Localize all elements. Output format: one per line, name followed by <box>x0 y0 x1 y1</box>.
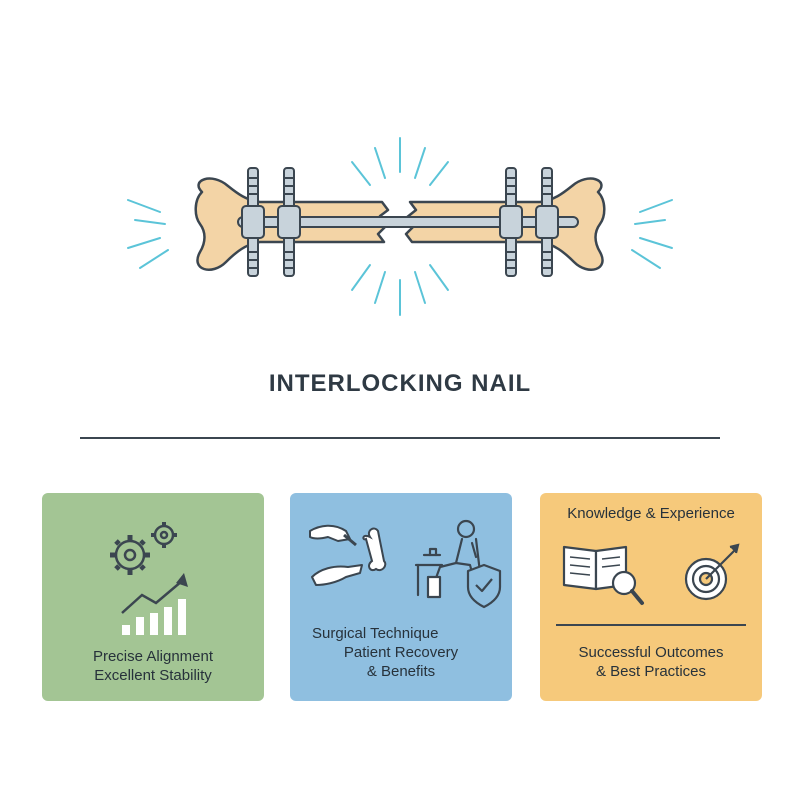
screw-4 <box>535 167 559 277</box>
card-surgical-recovery: Surgical Technique Patient Recovery & Be… <box>290 493 512 701</box>
surgeon-hands-icon <box>309 524 363 586</box>
card-line: & Best Practices <box>595 663 707 680</box>
card-line: Patient Recovery <box>343 644 459 661</box>
card-line: Surgical Technique <box>312 625 439 642</box>
shield-icon <box>466 563 502 609</box>
card-line: Precise Alignment <box>92 648 214 665</box>
card-alignment-stability: Precise Alignment Excellent Stability <box>42 493 264 701</box>
card-divider <box>556 624 746 626</box>
card-line: & Benefits <box>366 663 436 680</box>
growth-chart-icon <box>121 573 188 635</box>
card-line: Successful Outcomes <box>578 644 724 661</box>
screw-1 <box>241 167 265 277</box>
screw-2 <box>277 167 301 277</box>
fracture-burst-icon <box>127 137 673 316</box>
nail-rod <box>237 216 579 228</box>
target-icon <box>684 543 740 601</box>
bone-small-icon <box>362 527 387 571</box>
bone-nail-illustration <box>120 120 680 340</box>
locking-screws <box>241 167 559 277</box>
screw-3 <box>499 167 523 277</box>
book-magnifier-icon <box>562 545 644 605</box>
card-line: Excellent Stability <box>94 667 212 684</box>
gears-icon <box>110 522 177 575</box>
card-knowledge-outcomes: Knowledge & Experience Successful Outcom… <box>540 493 762 701</box>
card-heading: Knowledge & Experience <box>567 505 735 522</box>
divider <box>80 437 720 439</box>
page-title: INTERLOCKING NAIL <box>268 370 532 397</box>
